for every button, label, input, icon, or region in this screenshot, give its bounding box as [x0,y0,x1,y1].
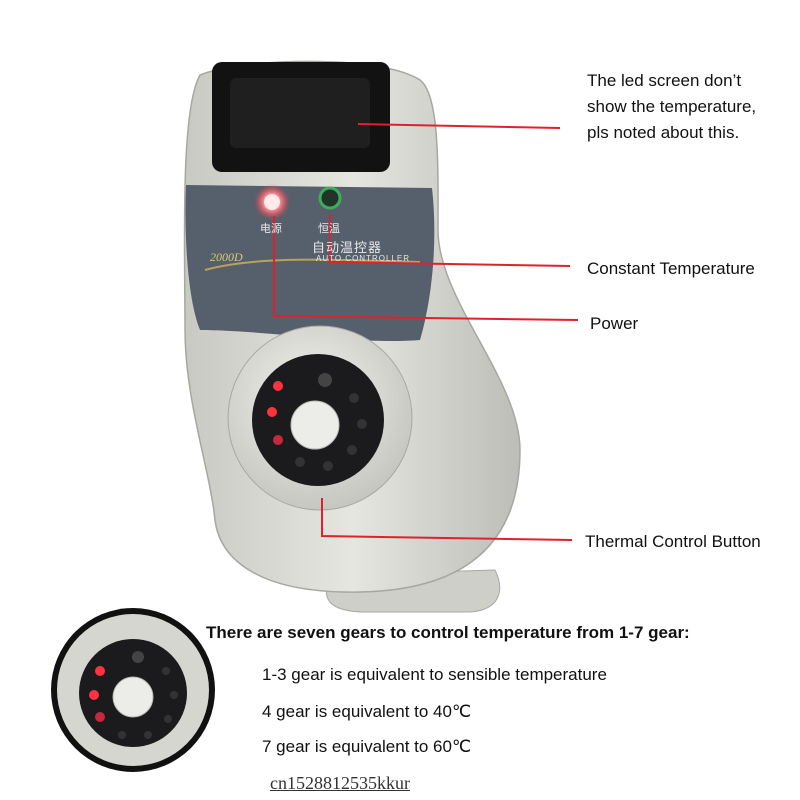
constant-temperature-label: Constant Temperature [587,259,755,278]
model-label: 2000D [210,250,243,264]
gear-indicators [267,373,367,471]
callout-line-constant [329,214,571,267]
power-label: Power [590,314,639,333]
brand-en: AUTO CONTROLLER [316,254,410,263]
callout-line-power [273,216,579,321]
screen-note-line: pls noted about this. [587,123,740,142]
dial-center [290,400,340,450]
screen-note: The led screen don’t show the temperatur… [587,70,756,148]
callout-line-knob [321,498,573,541]
thermal-control-button-label: Thermal Control Button [585,532,761,551]
screen-note-line: The led screen don’t [587,71,742,90]
constant-label-cn: 恒温 [318,222,340,235]
power-label-cn: 电源 [260,222,282,235]
callout-lines [273,123,579,541]
gear-line-4: 4 gear is equivalent to 40℃ [262,702,472,721]
dial-closeup-illustration [51,608,215,772]
brand-cn: 自动温控器 [312,241,383,256]
control-panel [185,185,435,342]
constant-temp-led [318,186,342,210]
gears-heading: There are seven gears to control tempera… [206,623,690,642]
seller-watermark: cn1528812535kkur [270,773,410,793]
gear-line-1-3: 1-3 gear is equivalent to sensible tempe… [262,665,607,684]
callout-line-screen [357,123,561,129]
power-led [264,194,280,210]
gear-line-7: 7 gear is equivalent to 60℃ [262,737,472,756]
screen-note-line: show the temperature, [587,97,757,116]
